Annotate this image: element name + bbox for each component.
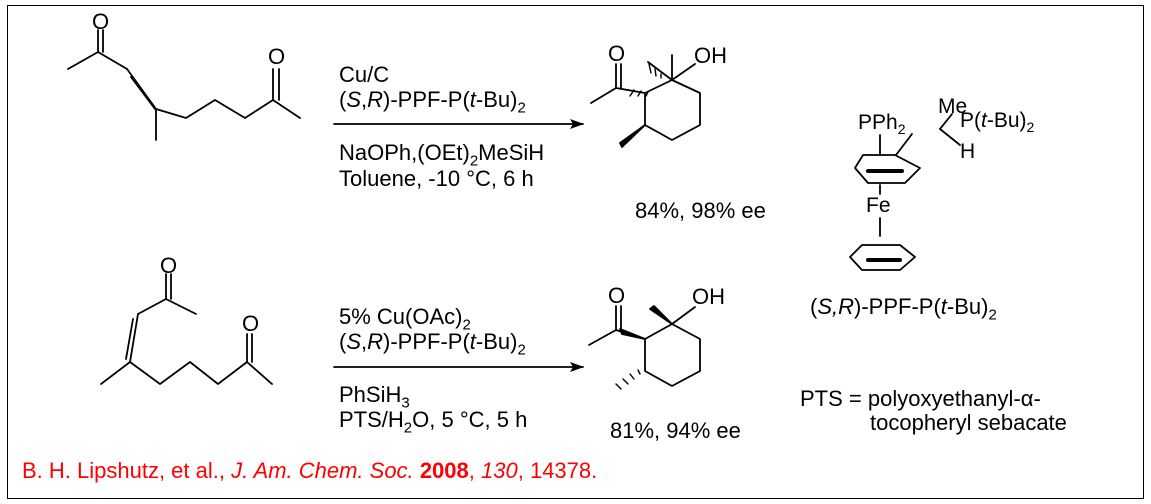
ligand-iron: Fe bbox=[866, 194, 891, 217]
reaction-2-catalyst: 5% Cu(OAc)2 bbox=[339, 304, 471, 334]
citation-year: 2008 bbox=[419, 458, 469, 483]
ligand-phosphine: P(t-Bu)2 bbox=[960, 109, 1035, 136]
substrate-1-ketone-oxygen: O bbox=[92, 9, 110, 34]
product-2-hashes bbox=[615, 369, 641, 390]
reaction-2-silane: PhSiH3 bbox=[339, 382, 410, 412]
product-2-hydroxyl: OH bbox=[692, 284, 725, 309]
citation-journal: J. Am. Chem. Soc. bbox=[231, 458, 414, 483]
reaction-2-yield: 81%, 94% ee bbox=[610, 418, 741, 443]
citation: B. H. Lipshutz, et al., J. Am. Chem. Soc… bbox=[22, 458, 598, 483]
reaction-2-ligand: (S,R)-PPF-P(t-Bu)2 bbox=[339, 329, 526, 359]
pts-definition-line-2: tocopheryl sebacate bbox=[870, 410, 1067, 435]
reaction-1-silane: NaOPh,(OEt)2MeSiH bbox=[339, 140, 545, 170]
product-2-ketone-oxygen: O bbox=[608, 283, 626, 308]
substrate-1-ketone-oxygen-2: O bbox=[268, 44, 286, 69]
product-1-hashes bbox=[629, 63, 662, 97]
substrate-2-ketone-oxygen-2: O bbox=[242, 311, 260, 336]
ligand-pph2: PPh2 bbox=[858, 111, 906, 138]
reaction-1-conditions: Toluene, -10 °C, 6 h bbox=[339, 166, 534, 191]
reaction-1-ligand: (S,R)-PPF-P(t-Bu)2 bbox=[339, 87, 526, 117]
product-1-hydroxyl: OH bbox=[694, 43, 727, 68]
substrate-2-structure bbox=[100, 273, 273, 385]
ligand-hydrogen: H bbox=[960, 140, 976, 163]
product-1-structure bbox=[590, 54, 701, 148]
substrate-2-ketone-oxygen: O bbox=[160, 253, 178, 278]
substrate-1-structure bbox=[67, 29, 301, 141]
product-1-ketone-oxygen: O bbox=[608, 41, 626, 66]
citation-pages: 14378. bbox=[529, 458, 598, 483]
reaction-2-conditions: PTS/H2O, 5 °C, 5 h bbox=[339, 407, 528, 437]
product-1-methyl bbox=[647, 61, 673, 81]
scheme-border bbox=[7, 5, 1144, 499]
reaction-1-yield: 84%, 98% ee bbox=[635, 198, 766, 223]
ligand-structure bbox=[849, 113, 961, 271]
citation-volume: 130 bbox=[481, 458, 518, 483]
product-2-structure bbox=[588, 305, 701, 387]
ligand-methyl: Me bbox=[938, 95, 968, 118]
citation-authors: B. H. Lipshutz, et al., bbox=[22, 458, 232, 483]
reaction-1-catalyst: Cu/C bbox=[339, 62, 390, 87]
ligand-name: (S,R)-PPF-P(t-Bu)2 bbox=[810, 294, 997, 324]
pts-definition-line-1: PTS = polyoxyethanyl-α- bbox=[800, 386, 1041, 411]
